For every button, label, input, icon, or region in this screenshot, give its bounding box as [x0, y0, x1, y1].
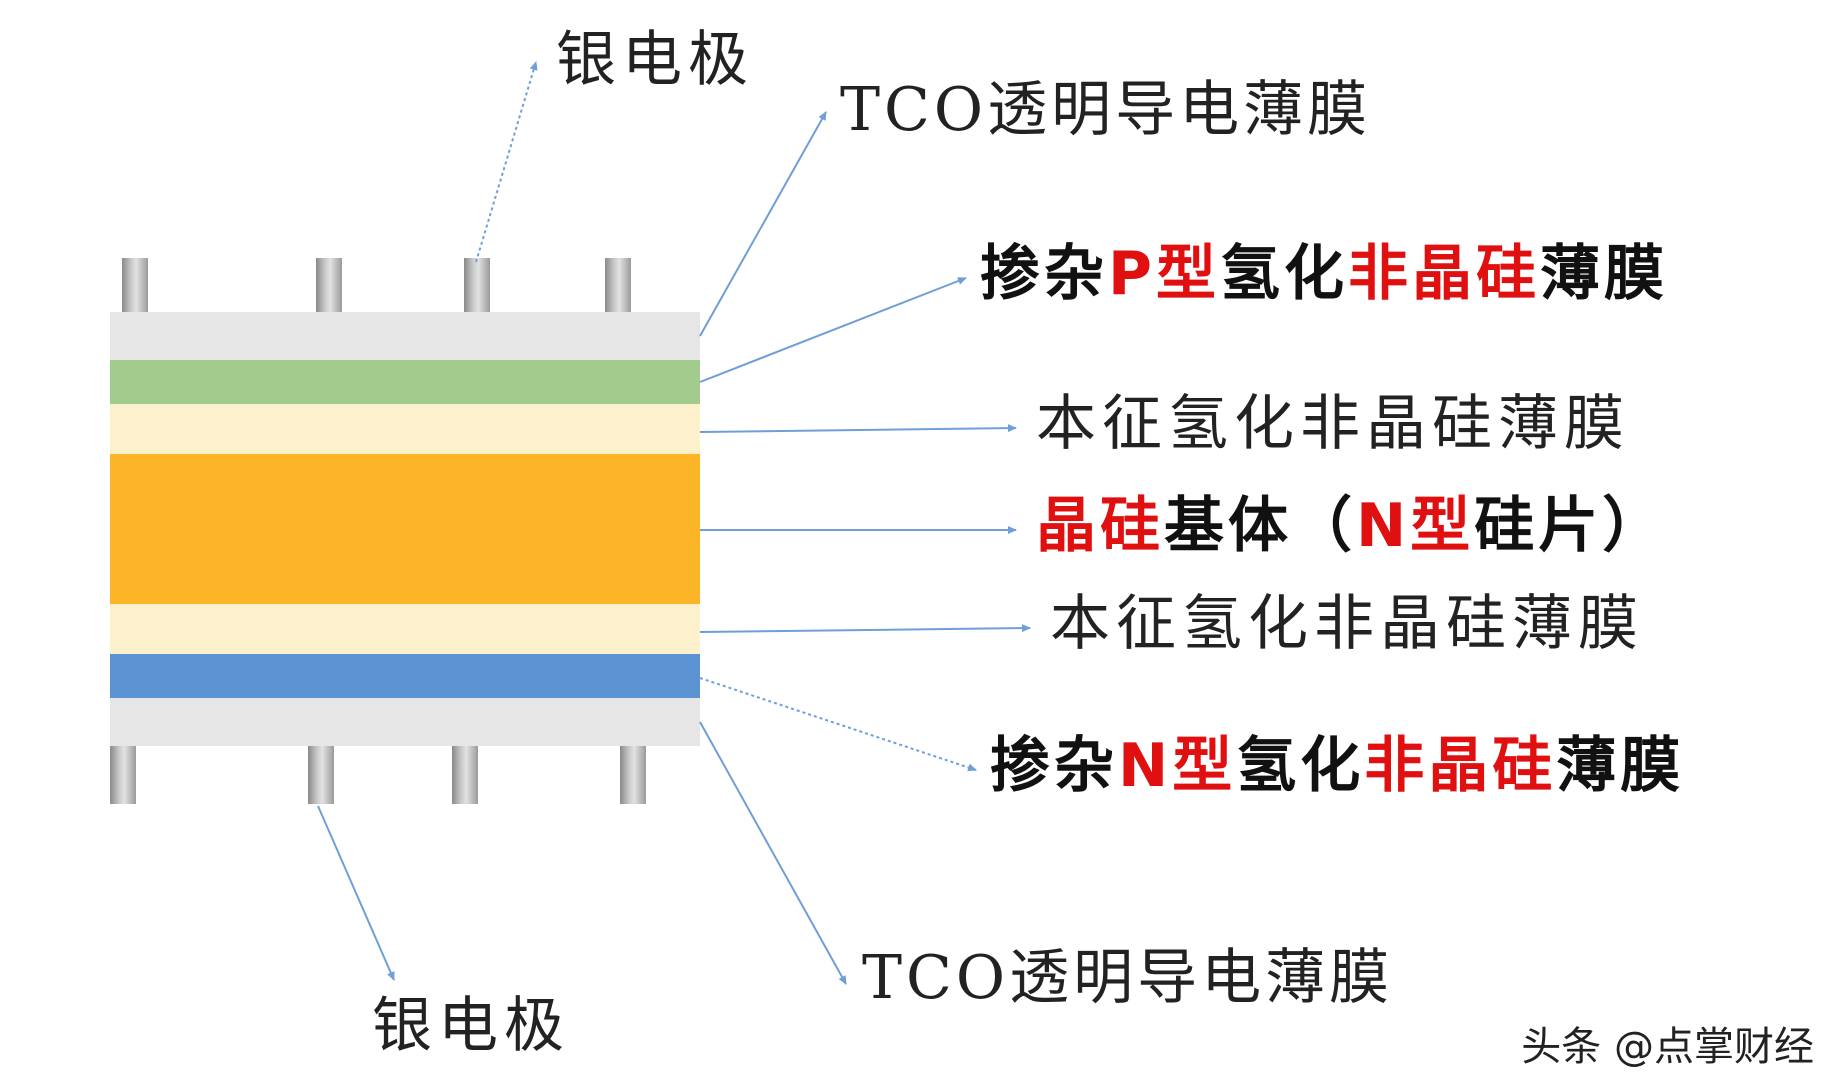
label-top-electrode: 银电极: [556, 25, 754, 95]
leader-top-tco: [699, 111, 827, 337]
p-doped-layer: [110, 360, 700, 404]
bottom-tco-layer: [110, 698, 700, 746]
label-n-doped: 掺杂N型氢化非晶硅薄膜: [990, 736, 1684, 796]
leader-intrinsic-bottom: [699, 624, 1031, 633]
leader-top-electrode: [475, 61, 538, 263]
intrinsic-bottom-layer: [110, 604, 700, 654]
label-n-doped-part3: 氢化: [1236, 731, 1365, 801]
bottom-electrode-finger: [452, 746, 478, 804]
label-p-doped-part2: P型: [1108, 239, 1220, 309]
top-electrode-finger: [464, 258, 490, 312]
label-p-doped-part1: 掺杂: [980, 239, 1108, 309]
leader-intrinsic-top: [699, 424, 1017, 433]
label-n-doped-part1: 掺杂: [990, 731, 1118, 801]
top-tco-layer: [110, 312, 700, 360]
label-substrate: 晶硅基体（N型硅片）: [1036, 496, 1666, 556]
leader-n-doped: [699, 677, 977, 772]
label-substrate-part1: 晶硅: [1036, 491, 1164, 561]
label-p-doped-part3: 氢化: [1219, 239, 1348, 309]
leader-bottom-tco: [699, 721, 847, 985]
label-p-doped-part4: 非晶硅: [1347, 239, 1540, 309]
label-n-doped-part4: 非晶硅: [1364, 731, 1557, 801]
label-p-doped: 掺杂P型氢化非晶硅薄膜: [980, 244, 1668, 304]
label-n-doped-part2: N型: [1118, 731, 1237, 801]
bottom-electrode-finger: [110, 746, 136, 804]
label-n-doped-part5: 薄膜: [1556, 731, 1685, 801]
intrinsic-top-layer: [110, 404, 700, 454]
label-bottom-electrode: 银电极: [372, 991, 570, 1061]
label-substrate-part4: 硅片）: [1474, 491, 1667, 561]
leader-bottom-electrode: [317, 805, 395, 981]
label-p-doped-part5: 薄膜: [1539, 239, 1668, 309]
top-electrode-finger: [605, 258, 631, 312]
bottom-electrode-finger: [308, 746, 334, 804]
label-substrate-part3: N型: [1356, 491, 1475, 561]
watermark: 头条 @点掌财经: [1521, 1024, 1814, 1070]
top-electrode-finger: [122, 258, 148, 312]
label-bottom-tco: TCO透明导电薄膜: [862, 943, 1394, 1013]
substrate-layer: [110, 454, 700, 604]
bottom-electrode-finger: [620, 746, 646, 804]
n-doped-layer: [110, 654, 700, 698]
label-substrate-part2: 基体（: [1164, 491, 1356, 561]
label-intrinsic-bottom: 本征氢化非晶硅薄膜: [1050, 589, 1644, 659]
leader-p-doped: [699, 277, 967, 383]
label-top-tco: TCO透明导电薄膜: [840, 75, 1372, 145]
label-intrinsic-top: 本征氢化非晶硅薄膜: [1036, 389, 1630, 459]
top-electrode-finger: [316, 258, 342, 312]
